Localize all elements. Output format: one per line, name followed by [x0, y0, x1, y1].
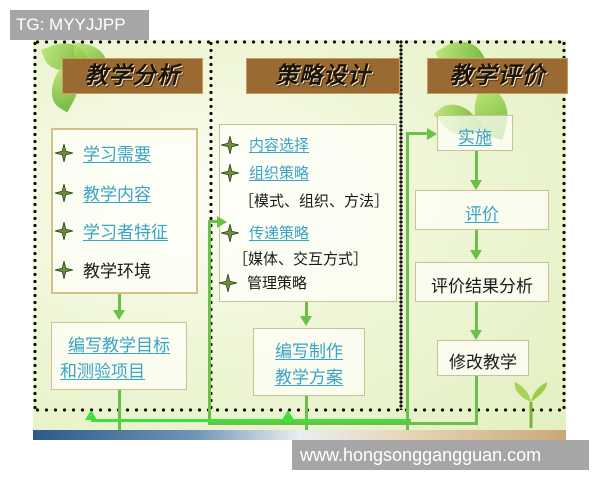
watermark-top-left: TG: MYYJJPP: [10, 10, 149, 40]
step-evaluate[interactable]: 评价: [415, 190, 549, 230]
analysis-item-learning-needs[interactable]: 学习需要: [55, 140, 151, 165]
arrow-up-icon: [85, 410, 97, 420]
flow-line: [305, 396, 308, 440]
arrow-down-icon: [113, 310, 125, 320]
dotted-border-left: [33, 40, 37, 410]
strategy-delivery-note: ［媒体、交互方式］: [233, 250, 369, 268]
feedback-line-to-implement-h: [406, 132, 428, 135]
strategy-organization-note: ［模式、组织、方法］: [239, 192, 390, 210]
item-label[interactable]: 内容选择: [249, 136, 310, 154]
star-bullet-icon: [219, 273, 237, 292]
arrow-down-icon: [470, 180, 482, 190]
flow-line: [475, 230, 478, 252]
column-title-strategy: 策略设计: [246, 58, 400, 94]
flow-line: [305, 302, 308, 320]
step-result-analysis[interactable]: 评价结果分析: [415, 262, 549, 302]
dotted-border-bottom: [33, 408, 566, 412]
plan-box[interactable]: 编写制作 教学方案: [253, 328, 365, 396]
step-label: 修改教学: [449, 353, 517, 373]
diagram-canvas: 教学分析 策略设计 教学评价 学习需要 教学内容 学习者特征 教学环境 编写教学…: [33, 32, 568, 440]
item-label[interactable]: 教学内容: [83, 185, 151, 205]
step-label[interactable]: 实施: [458, 128, 492, 148]
step-implement[interactable]: 实施: [437, 115, 513, 151]
objectives-line-1[interactable]: 编写教学目标: [68, 336, 170, 356]
decorative-footer-strip: [33, 430, 566, 440]
dotted-divider-2: [399, 40, 403, 410]
item-label[interactable]: 传递策略: [249, 224, 310, 242]
step-label: 评价结果分析: [431, 277, 533, 297]
star-bullet-icon: [221, 163, 239, 182]
plan-line-1[interactable]: 编写制作: [275, 342, 343, 362]
arrow-up-icon: [282, 410, 294, 420]
star-bullet-icon: [55, 143, 73, 162]
objectives-line-2[interactable]: 和测验项目: [60, 362, 145, 382]
strategy-item-management: 管理策略: [219, 272, 307, 293]
analysis-item-content[interactable]: 教学内容: [55, 180, 151, 205]
objectives-box[interactable]: 编写教学目标 和测验项目: [51, 322, 187, 390]
strategy-item-content-selection[interactable]: 内容选择: [221, 134, 309, 155]
feedback-line-to-implement: [406, 132, 409, 432]
star-bullet-icon: [55, 183, 73, 202]
arrow-down-icon: [470, 250, 482, 260]
item-label[interactable]: 组织策略: [249, 164, 310, 182]
strategy-item-delivery[interactable]: 传递策略: [221, 222, 309, 243]
flow-line: [475, 151, 478, 181]
dotted-divider-1: [209, 40, 213, 410]
analysis-item-environment: 教学环境: [55, 257, 151, 282]
feedback-line-bottom: [208, 422, 478, 425]
sprout-icon: [514, 382, 547, 428]
feedback-line-to-strategy: [208, 220, 211, 425]
column-title-analysis: 教学分析: [62, 58, 203, 94]
step-label[interactable]: 评价: [465, 205, 499, 225]
arrow-right-icon: [427, 128, 437, 140]
item-label[interactable]: 学习需要: [83, 145, 151, 165]
flow-line: [118, 390, 121, 440]
flow-line: [475, 302, 478, 332]
star-bullet-icon: [55, 221, 73, 240]
dotted-border-top: [33, 40, 566, 44]
strategy-item-organization[interactable]: 组织策略: [221, 162, 309, 183]
flow-line: [118, 294, 121, 314]
star-bullet-icon: [221, 223, 239, 242]
arrow-down-icon: [300, 316, 312, 326]
dotted-border-right: [562, 40, 566, 410]
star-bullet-icon: [221, 135, 239, 154]
item-label: 教学环境: [83, 262, 151, 282]
feedback-line-to-strategy-h: [208, 220, 218, 223]
arrow-right-icon: [217, 216, 227, 228]
column-title-evaluation: 教学评价: [427, 58, 568, 94]
strategy-items-box: [219, 124, 397, 302]
watermark-bottom-right: www.hongsonggangguan.com: [292, 440, 589, 470]
plan-line-2[interactable]: 教学方案: [275, 368, 343, 388]
arrow-down-icon: [470, 330, 482, 340]
feedback-line-revise-down: [475, 376, 478, 424]
item-label[interactable]: 学习者特征: [83, 223, 168, 243]
step-revise[interactable]: 修改教学: [437, 340, 529, 376]
analysis-item-learner-traits[interactable]: 学习者特征: [55, 218, 168, 243]
item-label: 管理策略: [247, 274, 308, 292]
star-bullet-icon: [55, 260, 73, 279]
analysis-items-box: [51, 128, 198, 294]
feedback-line-bright: [91, 419, 411, 422]
